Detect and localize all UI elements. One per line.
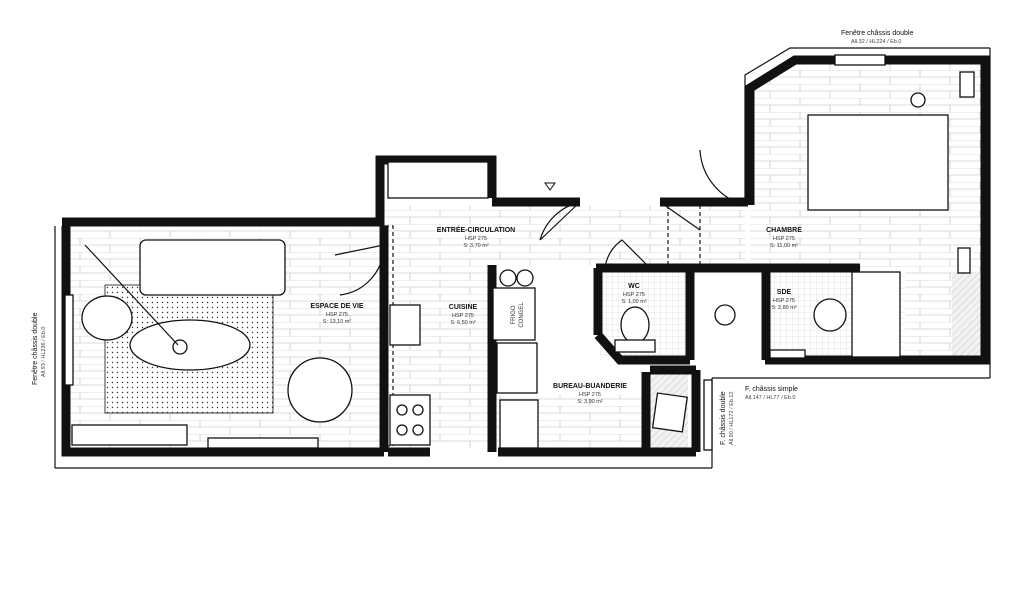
room-label-espace-de-vie: ESPACE DE VIE HSP 275 S: 13,10 m² (310, 303, 363, 325)
walls (54, 47, 991, 469)
room-label-entree: ENTRÉE-CIRCULATION HSP 275 S: 3,70 m² (437, 225, 515, 249)
window-label-top: Fenêtre châssis double All.32 / HL224 / … (841, 30, 913, 45)
room-surface: S: 11,00 m² (770, 243, 798, 249)
window-label-bureau: F. châssis double All.90 / HL172 / Eb.12 (720, 391, 735, 445)
window-label-sde: F. châssis simple All.147 / HL77 / Eb.0 (745, 386, 798, 401)
room-surface: S: 1,00 m² (621, 299, 647, 305)
room-surface: S: 2,80 m² (771, 305, 797, 311)
room-label-chambre: CHAMBRE HSP 275 S: 11,00 m² (766, 227, 802, 249)
room-label-sde: SDE HSP 275 S: 2,80 m² (771, 289, 797, 311)
fridge-label-2: CONGEL (519, 302, 525, 328)
room-name: CUISINE (449, 304, 478, 311)
room-label-cuisine: CUISINE HSP 275 S: 6,50 m² (449, 304, 478, 326)
room-hsp: HSP 275 (773, 236, 795, 242)
room-name: ENTRÉE-CIRCULATION (437, 225, 515, 234)
room-label-bureau: BUREAU-BUANDERIE HSP 275 S: 3,90 m² (553, 383, 627, 405)
room-name: CHAMBRE (766, 227, 802, 234)
room-hsp: HSP 275 (452, 313, 474, 319)
doors (334, 149, 746, 447)
window-name: Fenêtre châssis double (841, 30, 913, 37)
room-surface: S: 6,50 m² (450, 320, 476, 326)
room-surface: S: 3,70 m² (463, 243, 489, 249)
furniture (71, 92, 971, 449)
room-label-wc: WC HSP 275 S: 1,00 m² (621, 283, 647, 305)
room-hsp: HSP 275 (326, 312, 348, 318)
room-hsp: HSP 275 (623, 292, 645, 298)
window-spec: All.93 / HL236 / Eb.0 (41, 327, 47, 377)
window-name: Fenêtre châssis double (32, 313, 39, 385)
room-hsp: HSP 275 (579, 392, 601, 398)
room-surface: S: 13,10 m² (323, 319, 352, 325)
window-name: F. châssis double (720, 391, 727, 445)
window-spec: All.32 / HL224 / Eb.0 (851, 39, 901, 45)
room-surface: S: 3,90 m² (577, 399, 603, 405)
room-name: WC (628, 283, 640, 290)
fridge-label-1: FRIGO (511, 305, 517, 324)
room-name: SDE (777, 289, 792, 296)
window-spec: All.90 / HL172 / Eb.12 (729, 391, 735, 445)
window-label-left: Fenêtre châssis double All.93 / HL236 / … (32, 313, 47, 385)
window-spec: All.147 / HL77 / Eb.0 (745, 395, 795, 401)
window-symbols (64, 54, 975, 451)
window-name: F. châssis simple (745, 386, 798, 393)
room-name: ESPACE DE VIE (310, 303, 363, 310)
room-name: BUREAU-BUANDERIE (553, 383, 627, 390)
room-hsp: HSP 275 (773, 298, 795, 304)
room-hsp: HSP 275 (465, 236, 487, 242)
